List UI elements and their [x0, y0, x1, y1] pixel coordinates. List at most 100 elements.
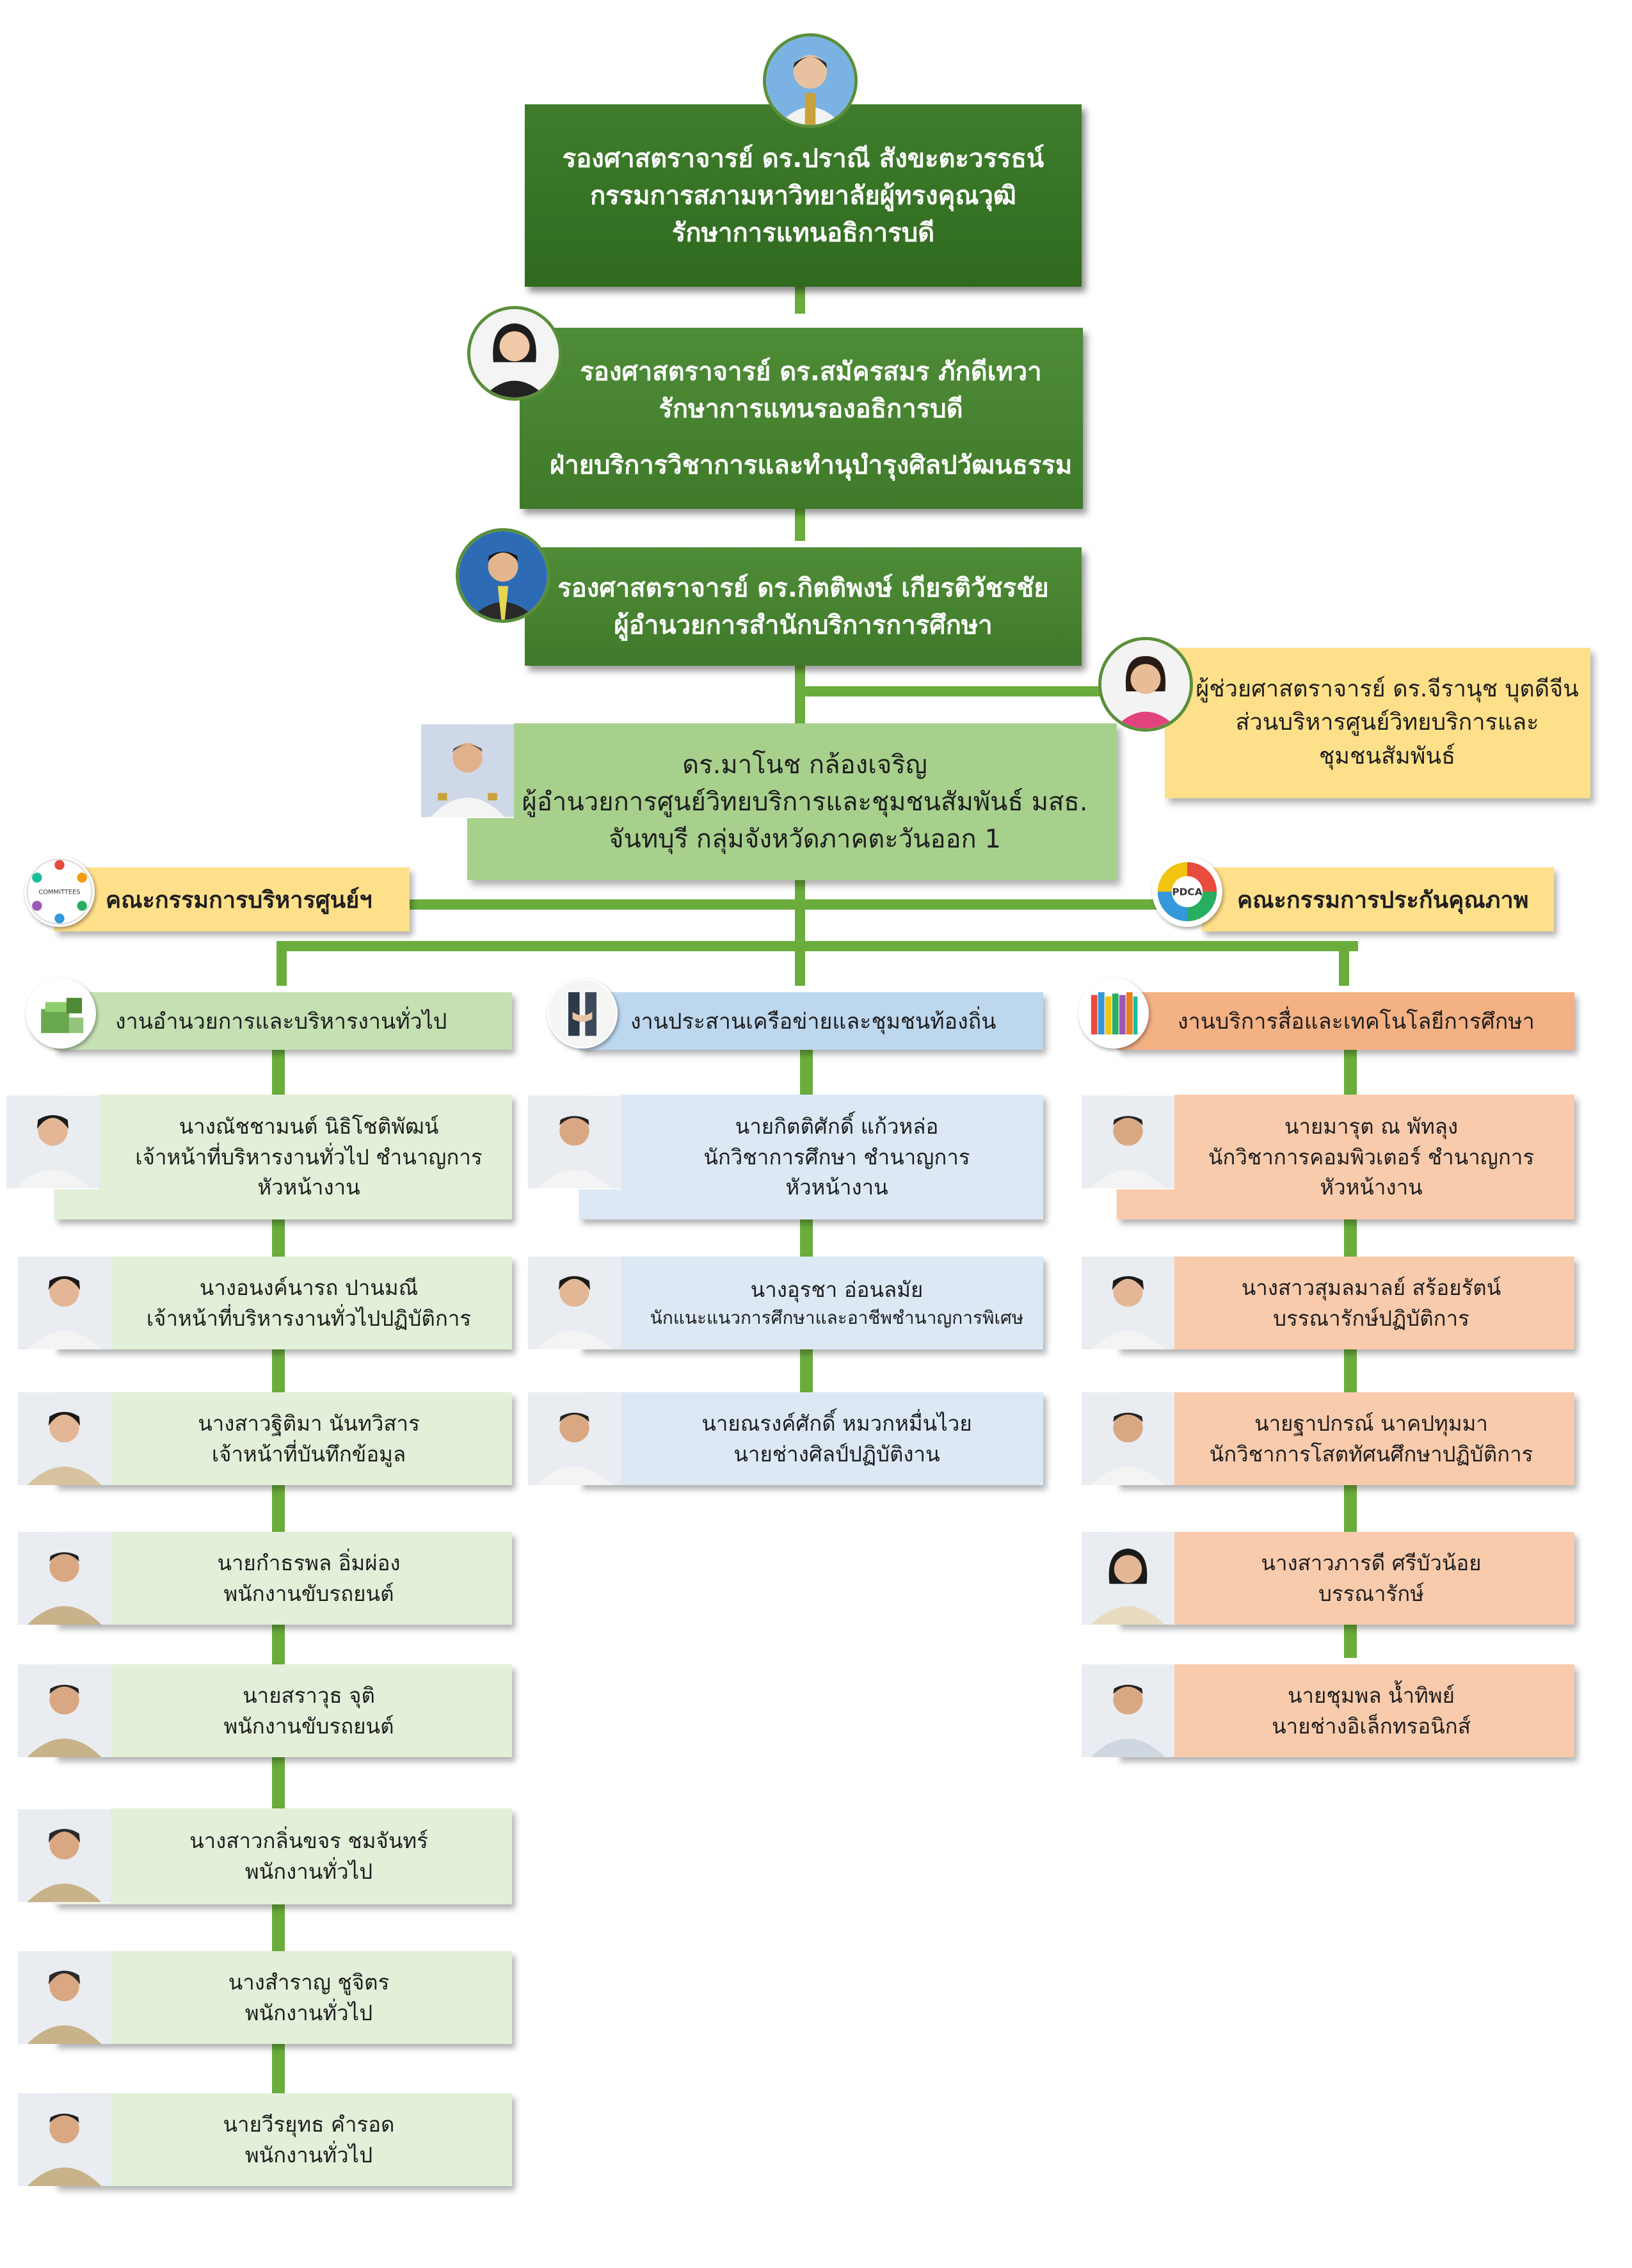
connector-dept-1	[276, 941, 287, 986]
staff-position: พนักงานทั่วไป	[244, 1859, 373, 1884]
connector-top-vp	[795, 287, 805, 314]
vp-name: รองศาสตราจารย์ ดร.สมัครสมร ภักดีเทวา	[580, 357, 1042, 387]
committee-right-label: คณะกรรมการประกันคุณภาพ	[1237, 887, 1529, 913]
staff-card: นายสราวุธ จุติ พนักงานขับรถยนต์	[54, 1664, 512, 1757]
staff-name: นางณัชชามนต์ นิธิโชติพัฒน์	[179, 1113, 439, 1139]
director-office-position: ผู้อำนวยการสำนักบริการการศึกษา	[614, 610, 993, 640]
staff-card: นางสาวฐิติมา นันทวิสาร เจ้าหน้าที่บันทึก…	[54, 1392, 512, 1485]
staff-position: นักวิชาการคอมพิวเตอร์ ชำนาญการ	[1208, 1144, 1535, 1170]
center-director-photo	[421, 723, 514, 818]
connector-dept-3	[1339, 941, 1349, 986]
vp-photo	[467, 306, 562, 401]
president-box: รองศาสตราจารย์ ดร.ปราณี สังขะตะวรรธน์ กร…	[525, 104, 1082, 287]
director-office-photo	[456, 528, 550, 623]
staff-name: นายกำธรพล อิ่มผ่อง	[217, 1550, 401, 1575]
staff-role: หัวหน้างาน	[257, 1175, 360, 1200]
staff-position: เจ้าหน้าที่บันทึกข้อมูล	[211, 1441, 406, 1467]
staff-role: หัวหน้างาน	[1320, 1175, 1423, 1200]
assistant-position-2: ชุมชนสัมพันธ์	[1318, 743, 1456, 769]
admin-icon	[26, 978, 96, 1049]
staff-photo	[1082, 1664, 1174, 1757]
staff-name: นายสราวุธ จุติ	[243, 1682, 375, 1708]
staff-card: นางสาวกลิ่นขจร ชมจันทร์ พนักงานทั่วไป	[54, 1808, 512, 1904]
connector-horizontal-bus	[276, 941, 1358, 951]
staff-position: พนักงานขับรถยนต์	[223, 1713, 394, 1739]
staff-name: นายฐาปกรณ์ นาคปทุมมา	[1254, 1410, 1488, 1436]
staff-position: พนักงานขับรถยนต์	[223, 1580, 394, 1606]
staff-photo	[1082, 1392, 1174, 1485]
dept-title-1: งานอำนวยการและบริหารงานทั่วไป	[115, 1009, 447, 1034]
svg-text:COMMITTEES: COMMITTEES	[38, 889, 80, 896]
staff-photo	[528, 1095, 621, 1189]
staff-photo	[18, 1951, 111, 2044]
staff-name: นางสาวสุมลมาลย์ สร้อยรัตน์	[1241, 1275, 1501, 1300]
assistant-photo	[1098, 637, 1193, 732]
director-office-box: รองศาสตราจารย์ ดร.กิตติพงษ์ เกียรติวัชรช…	[525, 547, 1082, 666]
staff-name: นางสาวฐิติมา นันทวิสาร	[198, 1410, 420, 1436]
staff-card: นางอนงค์นารถ ปานมณี เจ้าหน้าที่บริหารงาน…	[54, 1257, 512, 1349]
staff-position: เจ้าหน้าที่บริหารงานทั่วไปปฏิบัติการ	[146, 1305, 472, 1331]
staff-position: นักวิชาการศึกษา ชำนาญการ	[703, 1144, 970, 1170]
connector-assistant	[800, 686, 1139, 696]
vp-division: ฝ่ายบริการวิชาการและทำนุบำรุงศิลปวัฒนธรร…	[549, 450, 1073, 480]
staff-name: นายกิตติศักดิ์ แก้วหล่อ	[735, 1113, 939, 1139]
staff-card: นายวีรยุทธ คำรอด พนักงานทั่วไป	[54, 2093, 512, 2186]
staff-name: นางอนงค์นารถ ปานมณี	[199, 1275, 419, 1300]
vice-president-box: รองศาสตราจารย์ ดร.สมัครสมร ภักดีเทวา รัก…	[520, 328, 1083, 509]
staff-position: บรรณารักษ์ปฏิบัติการ	[1273, 1305, 1469, 1331]
staff-name: นายณรงค์ศักดิ์ หมวกหมื่นไวย	[701, 1410, 972, 1436]
center-director-box: ดร.มาโนช กล้องเจริญ ผู้อำนวยการศูนย์วิทย…	[467, 723, 1117, 880]
staff-name: นายชุมพล น้ำทิพย์	[1288, 1682, 1455, 1708]
staff-card: นางณัชชามนต์ นิธิโชติพัฒน์ เจ้าหน้าที่บร…	[54, 1095, 512, 1219]
staff-name: นางสาวกลิ่นขจร ชมจันทร์	[189, 1828, 428, 1854]
staff-card: นายชุมพล น้ำทิพย์ นายช่างอิเล็กทรอนิกส์	[1117, 1664, 1574, 1757]
dept-header-1: งานอำนวยการและบริหารงานทั่วไป	[54, 992, 512, 1050]
staff-name: นางสาวภารดี ศรีบัวน้อย	[1261, 1550, 1482, 1575]
dept-header-2: งานประสานเครือข่ายและชุมชนท้องถิ่น	[579, 992, 1043, 1050]
vp-position: รักษาการแทนรองอธิการบดี	[659, 394, 963, 424]
staff-card: นายกำธรพล อิ่มผ่อง พนักงานขับรถยนต์	[54, 1532, 512, 1625]
president-name: รองศาสตราจารย์ ดร.ปราณี สังขะตะวรรธน์	[562, 143, 1044, 173]
staff-position: เจ้าหน้าที่บริหารงานทั่วไป ชำนาญการ	[135, 1144, 483, 1170]
staff-card: นางสาวภารดี ศรีบัวน้อย บรรณารักษ์	[1117, 1532, 1574, 1625]
staff-position: นายช่างศิลป์ปฏิบัติงาน	[733, 1441, 940, 1467]
staff-position: บรรณารักษ์	[1318, 1580, 1424, 1606]
committees-icon: COMMITTEES	[24, 857, 95, 927]
handshake-icon	[547, 978, 618, 1049]
staff-position: พนักงานทั่วไป	[244, 2000, 373, 2025]
staff-position: นักแนะแนวการศึกษาและอาชีพชำนาญการพิเศษ	[650, 1307, 1024, 1329]
staff-card: นายฐาปกรณ์ นาคปทุมมา นักวิชาการโสตทัศนศึ…	[1117, 1392, 1574, 1485]
staff-photo	[18, 1808, 111, 1903]
pdca-icon: PDCA	[1152, 857, 1222, 927]
staff-card: นางสำราญ ชูจิตร พนักงานทั่วไป	[54, 1951, 512, 2044]
connector-committee-left	[410, 899, 795, 910]
staff-photo	[18, 1532, 111, 1625]
staff-role: หัวหน้างาน	[785, 1175, 888, 1200]
staff-name: นางอุรชา อ่อนลมัย	[750, 1277, 924, 1303]
staff-position: นักวิชาการโสตทัศนศึกษาปฏิบัติการ	[1209, 1441, 1533, 1467]
president-photo	[763, 33, 858, 128]
committee-left-label: คณะกรรมการบริหารศูนย์ฯ	[106, 887, 372, 913]
president-position: กรรมการสภามหาวิทยาลัยผู้ทรงคุณวุฒิ	[589, 181, 1017, 211]
director-office-name: รองศาสตราจารย์ ดร.กิตติพงษ์ เกียรติวัชรช…	[557, 573, 1049, 603]
connector-dept-2	[795, 941, 805, 986]
staff-name: นายวีรยุทธ คำรอด	[223, 2111, 395, 2137]
staff-photo	[528, 1257, 621, 1349]
staff-photo	[1082, 1532, 1174, 1625]
staff-photo	[6, 1095, 99, 1189]
staff-photo	[18, 1392, 111, 1485]
president-role: รักษาการแทนอธิการบดี	[671, 218, 935, 248]
connector-committee-right	[805, 899, 1202, 910]
committee-left-box: คณะกรรมการบริหารศูนย์ฯ	[54, 867, 410, 931]
center-director-region: จันทบุรี กลุ่มจังหวัดภาคตะวันออก 1	[609, 824, 1001, 854]
staff-photo	[1082, 1257, 1174, 1349]
dept-title-2: งานประสานเครือข่ายและชุมชนท้องถิ่น	[630, 1009, 996, 1034]
staff-card: นางสาวสุมลมาลย์ สร้อยรัตน์ บรรณารักษ์ปฏิ…	[1117, 1257, 1574, 1349]
committee-right-box: คณะกรรมการประกันคุณภาพ	[1202, 867, 1554, 931]
staff-position: นายช่างอิเล็กทรอนิกส์	[1272, 1713, 1471, 1739]
dept-header-3: งานบริการสื่อและเทคโนโลยีการศึกษา	[1117, 992, 1574, 1050]
dept-title-3: งานบริการสื่อและเทคโนโลยีการศึกษา	[1178, 1009, 1535, 1034]
staff-card: นายมารุต ณ พัทลุง นักวิชาการคอมพิวเตอร์ …	[1117, 1095, 1574, 1219]
staff-photo	[18, 2093, 111, 2186]
staff-photo	[1082, 1095, 1174, 1189]
